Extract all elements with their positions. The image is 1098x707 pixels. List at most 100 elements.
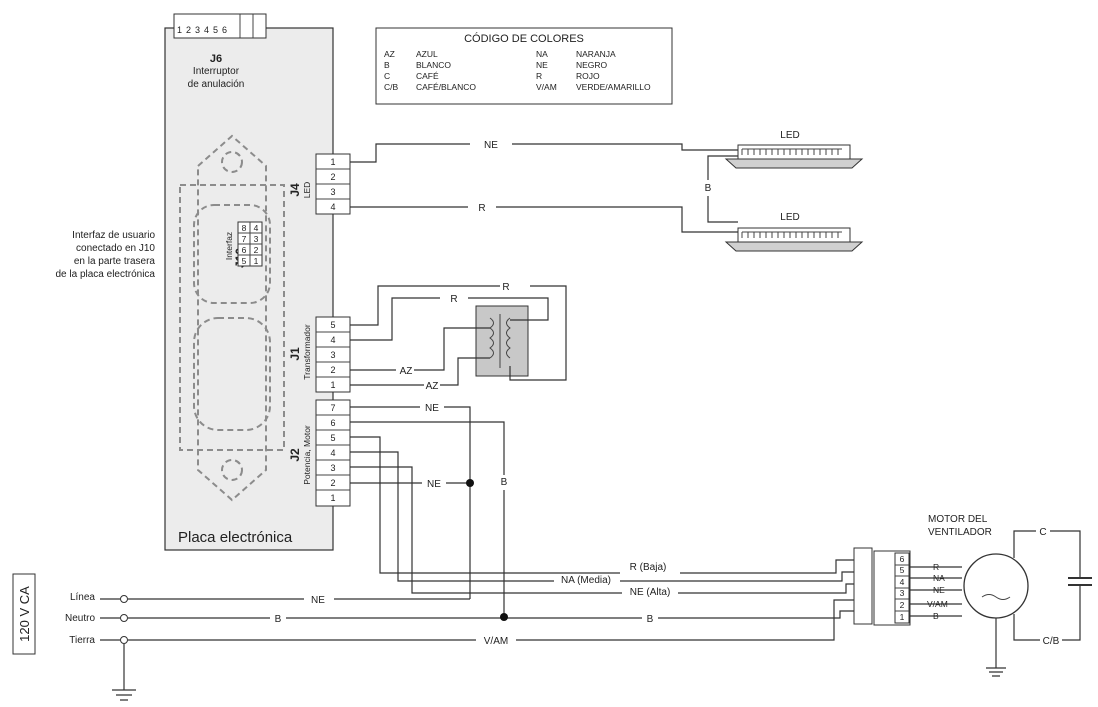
legend-code: AZ [384, 49, 395, 59]
j6-pin: 2 [186, 25, 191, 35]
power-supply: 120 V CA Línea Neutro Tierra NE B B V/AM [12, 573, 854, 701]
motor-pin: 3 [900, 588, 905, 598]
motor-pin: 1 [900, 612, 905, 622]
legend-code: R [536, 71, 542, 81]
j1-sub: Transformador [302, 324, 312, 380]
supply-voltage: 120 V CA [17, 586, 32, 642]
j10-pin: 4 [254, 223, 259, 233]
motor-pin: 5 [900, 565, 905, 575]
capacitor-lead-cb: C/B [1043, 636, 1060, 647]
terminal-tierra [120, 636, 128, 644]
supply-linea: Línea [70, 592, 95, 603]
capacitor-lead-c: C [1039, 527, 1046, 538]
j6-label: Interruptor [193, 66, 240, 77]
legend-name: CAFÉ [416, 71, 439, 81]
wire-label-ne: NE [427, 479, 441, 490]
j4-pin: 3 [330, 187, 335, 197]
j10-connector: J10 Interfaz 8 7 6 5 4 3 2 1 [224, 221, 263, 268]
motor-pin: 6 [900, 554, 905, 564]
j4-connector: J4 LED 1 2 3 4 [288, 153, 351, 215]
wire-label-r: R [450, 294, 457, 305]
j2-pin: 1 [330, 493, 335, 503]
legend-code: C/B [384, 82, 399, 92]
legend-name: AZUL [416, 49, 438, 59]
j1-pin: 2 [330, 365, 335, 375]
j2-pin: 7 [330, 403, 335, 413]
ui-note: Interfaz de usuario conectado en J10 en … [55, 230, 155, 280]
j1-pin: 5 [330, 320, 335, 330]
junction-dot [500, 613, 508, 621]
j10-pin: 2 [254, 245, 259, 255]
j4-pin: 4 [330, 202, 335, 212]
legend-code: V/AM [536, 82, 557, 92]
j6-pin: 6 [222, 25, 227, 35]
junction-dot [466, 479, 474, 487]
wire-label-az: AZ [400, 366, 413, 377]
j2-pin: 4 [330, 448, 335, 458]
j1-pin: 1 [330, 380, 335, 390]
legend-title: CÓDIGO DE COLORES [464, 32, 584, 45]
j10-pin: 6 [242, 245, 247, 255]
j6-pin: 4 [204, 25, 209, 35]
legend-name: BLANCO [416, 60, 451, 70]
j6-pin: 3 [195, 25, 200, 35]
j1-title: J1 [288, 347, 302, 361]
legend-code: NA [536, 49, 548, 59]
j4-pin: 1 [330, 157, 335, 167]
wire-label-vam: V/AM [484, 636, 508, 647]
led-top: LED [724, 130, 864, 169]
wire-label-r: R [478, 203, 485, 214]
supply-tierra: Tierra [69, 635, 95, 646]
j2-connector: J2 Potencia, Motor 7 6 5 4 3 2 1 [288, 399, 351, 507]
led-bottom: LED [724, 212, 864, 252]
j6-label: de anulación [188, 79, 245, 90]
j2-pin: 5 [330, 433, 335, 443]
wire-label-ne: NE [484, 140, 498, 151]
legend-name: CAFÉ/BLANCO [416, 82, 476, 92]
board-label: Placa electrónica [178, 529, 293, 546]
j10-pin: 1 [254, 256, 259, 266]
j10-pin: 7 [242, 234, 247, 244]
motor-lead-label: V/AM [927, 599, 948, 609]
interface-module-outline [179, 134, 285, 502]
j10-pin: 8 [242, 223, 247, 233]
legend-code: NE [536, 60, 548, 70]
j4-title: J4 [288, 183, 302, 197]
wire-label-ne-alta: NE (Alta) [630, 587, 671, 598]
motor-title: MOTOR DEL [928, 514, 988, 525]
j6-pin: 5 [213, 25, 218, 35]
wire-label-b: B [647, 614, 654, 625]
wire-label-az: AZ [426, 381, 439, 392]
wire-label-b: B [275, 614, 282, 625]
led-wiring: NE R B [350, 137, 738, 233]
motor-lead-label: NA [933, 573, 945, 583]
color-legend: CÓDIGO DE COLORES AZ AZUL B BLANCO C CAF… [375, 27, 673, 105]
motor: MOTOR DEL VENTILADOR 6 5 4 3 2 1 R NA NE… [853, 514, 1092, 677]
j1-pin: 4 [330, 335, 335, 345]
j6-connector: 1 2 3 4 5 6 J6 Interruptor de anulación [173, 13, 267, 90]
motor-body [963, 553, 1029, 619]
motor-pin: 2 [900, 600, 905, 610]
motor-lead-label: B [933, 611, 939, 621]
motor-pin: 4 [900, 577, 905, 587]
terminal-linea [120, 595, 128, 603]
legend-code: C [384, 71, 390, 81]
motor-lead-label: NE [933, 585, 945, 595]
supply-neutro: Neutro [65, 613, 95, 624]
j2-sub: Potencia, Motor [302, 425, 312, 485]
ui-note-line: Interfaz de usuario [72, 230, 155, 241]
wire-label-na-media: NA (Media) [561, 575, 611, 586]
wire-label-ne: NE [311, 595, 325, 606]
legend-name: NEGRO [576, 60, 608, 70]
legend-name: NARANJA [576, 49, 616, 59]
j10-pin: 5 [242, 256, 247, 266]
j2-pin: 2 [330, 478, 335, 488]
wire-label-b: B [501, 477, 508, 488]
ui-note-line: conectado en J10 [76, 243, 155, 254]
j2-title: J2 [288, 448, 302, 462]
j4-sub: LED [302, 182, 312, 199]
led-label: LED [780, 130, 799, 141]
motor-title: VENTILADOR [928, 527, 992, 538]
wire-label-r: R [502, 282, 509, 293]
